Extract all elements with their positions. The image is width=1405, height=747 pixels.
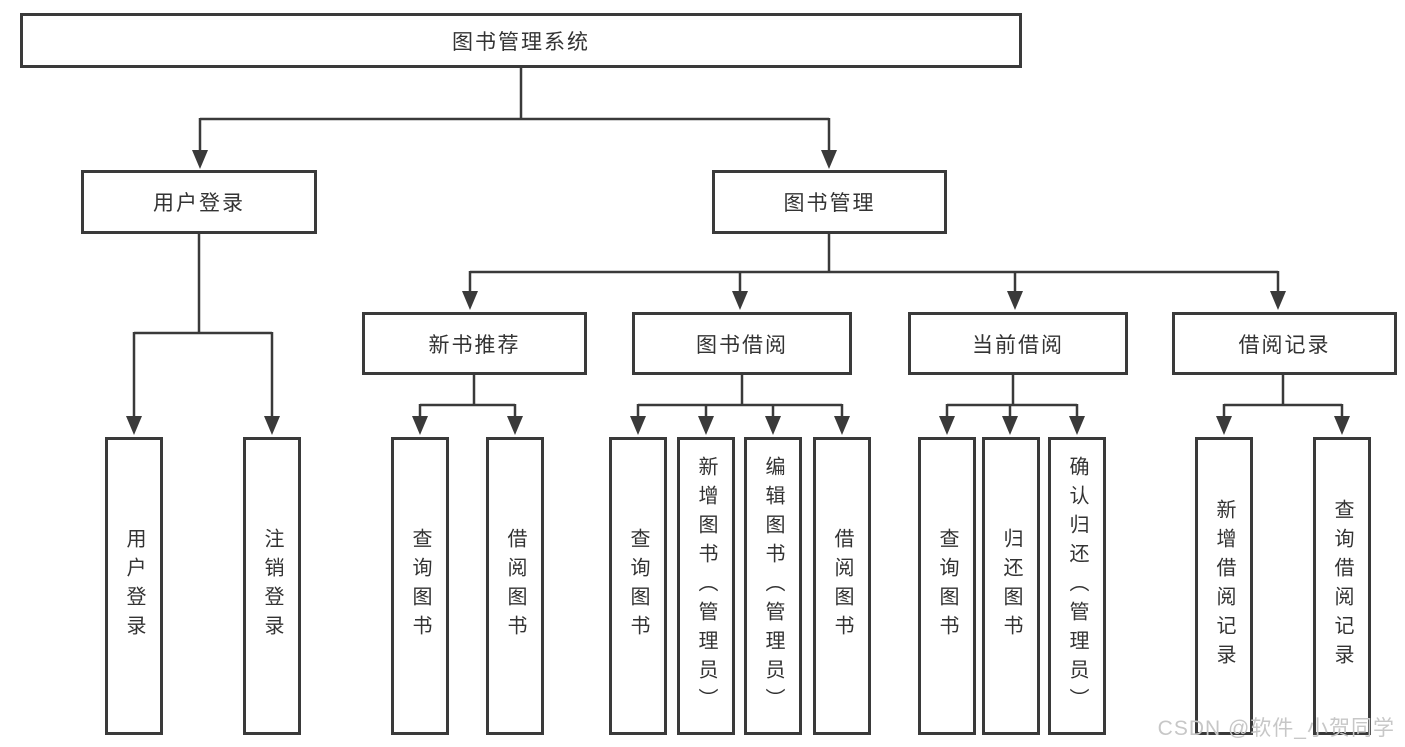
leaf-bookborrow-query: 查询图书 (609, 437, 667, 735)
leaf-record-query-label: 查询借阅记录 (1331, 499, 1353, 673)
leaf-logout: 注销登录 (243, 437, 301, 735)
node-borrow-records: 借阅记录 (1172, 312, 1397, 375)
node-root-label: 图书管理系统 (452, 30, 590, 54)
node-book-management: 图书管理 (712, 170, 947, 234)
leaf-record-add-label: 新增借阅记录 (1213, 499, 1235, 673)
connector-line (132, 68, 1344, 419)
leaf-bookborrow-add-label: 新增图书（管理员） (695, 455, 717, 717)
leaf-current-confirm-return-label: 确认归还（管理员） (1066, 455, 1088, 717)
node-new-book-recommend-label: 新书推荐 (428, 333, 521, 357)
leaf-bookborrow-edit-label: 编辑图书（管理员） (762, 455, 784, 717)
node-book-borrow-label: 图书借阅 (696, 333, 788, 357)
leaf-record-query: 查询借阅记录 (1313, 437, 1371, 735)
leaf-user-login: 用户登录 (105, 437, 163, 735)
leaf-current-return-label: 归还图书 (1000, 528, 1022, 644)
leaf-logout-label: 注销登录 (261, 528, 283, 644)
node-book-borrow: 图书借阅 (632, 312, 852, 375)
leaf-bookborrow-borrow-label: 借阅图书 (831, 528, 853, 644)
arrowhead-icon (126, 150, 1350, 435)
leaf-bookborrow-edit: 编辑图书（管理员） (744, 437, 802, 735)
node-borrow-records-label: 借阅记录 (1238, 333, 1331, 357)
leaf-record-add: 新增借阅记录 (1195, 437, 1253, 735)
leaf-bookborrow-query-label: 查询图书 (627, 528, 649, 644)
node-root: 图书管理系统 (20, 13, 1022, 68)
node-book-management-label: 图书管理 (783, 192, 876, 215)
node-user-login-label: 用户登录 (153, 192, 245, 215)
leaf-user-login-label: 用户登录 (123, 528, 145, 644)
leaf-newbook-query-label: 查询图书 (409, 528, 431, 644)
node-current-borrow-label: 当前借阅 (972, 333, 1064, 357)
leaf-bookborrow-add: 新增图书（管理员） (677, 437, 735, 735)
leaf-current-return: 归还图书 (982, 437, 1040, 735)
node-current-borrow: 当前借阅 (908, 312, 1128, 375)
node-new-book-recommend: 新书推荐 (362, 312, 587, 375)
leaf-bookborrow-borrow: 借阅图书 (813, 437, 871, 735)
leaf-current-query-label: 查询图书 (936, 528, 958, 644)
leaf-newbook-query: 查询图书 (391, 437, 449, 735)
leaf-current-confirm-return: 确认归还（管理员） (1048, 437, 1106, 735)
leaf-newbook-borrow-label: 借阅图书 (504, 528, 526, 644)
leaf-current-query: 查询图书 (918, 437, 976, 735)
leaf-newbook-borrow: 借阅图书 (486, 437, 544, 735)
node-user-login: 用户登录 (81, 170, 317, 234)
